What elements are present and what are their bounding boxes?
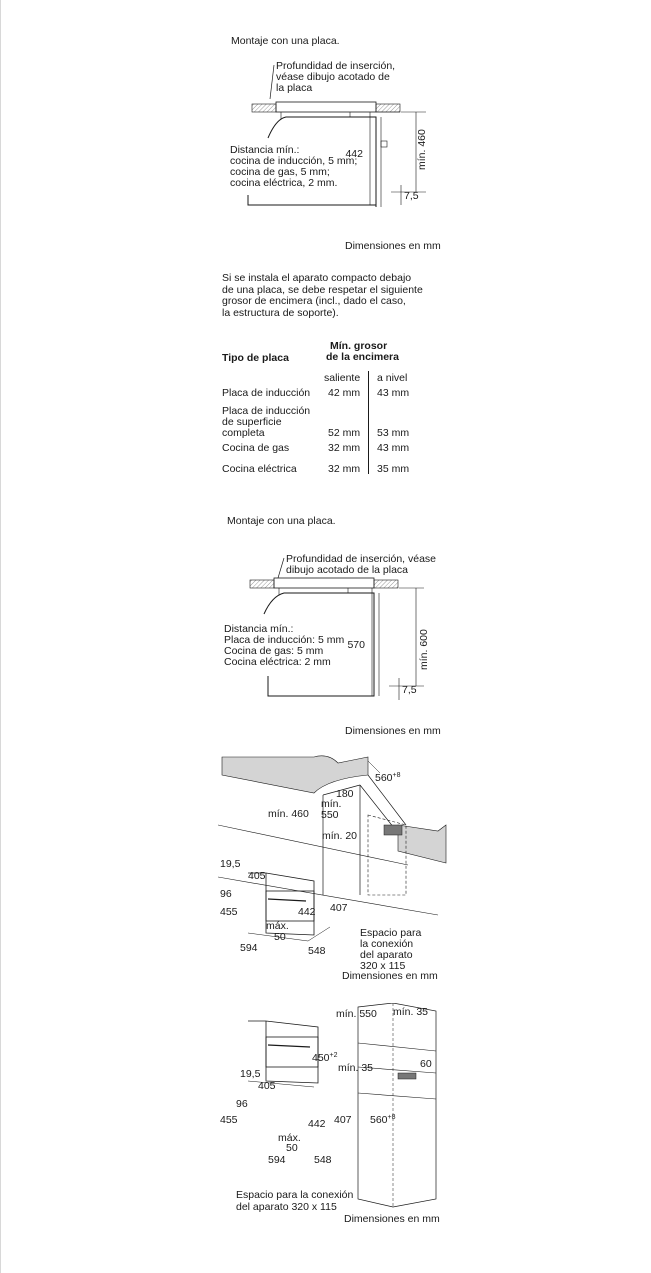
s2-insertion-line1: Profundidad de inserción, véase [286, 553, 436, 565]
s1-dim-7-5: 7,5 [404, 190, 419, 202]
s1-dim-442: 442 [345, 148, 363, 160]
paragraph-line4: la estructura de soporte). [222, 306, 339, 319]
table-row-2-saliente: 52 mm [328, 427, 361, 439]
table-divider [368, 371, 369, 474]
s3-conn-line1: Espacio para [360, 927, 421, 939]
s3-dim-min460: mín. 460 [268, 808, 309, 820]
s4-dim-min550: mín. 550 [336, 1008, 377, 1020]
s4-conn-line2: del aparato 320 x 115 [236, 1201, 337, 1213]
s3-dim-407: 407 [330, 902, 348, 914]
section1-units: Dimensiones en mm [345, 240, 441, 252]
s2-insertion-line2: dibujo acotado de la placa [286, 564, 408, 576]
s1-insertion-line3: la placa [276, 82, 312, 94]
table-sub-saliente: saliente [324, 372, 361, 384]
table-row-1-label: Placa de inducción [222, 387, 311, 399]
table-header-left: Tipo de placa [222, 352, 289, 364]
s2-dim-570: 570 [347, 639, 365, 651]
s4-units: Dimensiones en mm [344, 1213, 440, 1223]
s1-distance-line3: cocina de gas, 5 mm; [230, 166, 330, 178]
s4-dim-442: 442 [308, 1118, 326, 1130]
table-row-3-label: Cocina de gas [222, 442, 290, 454]
s3-dim-594: 594 [240, 942, 258, 954]
s1-distance-line1: Distancia mín.: [230, 144, 299, 156]
s3-dim-19-5: 19,5 [220, 858, 241, 870]
s1-distance-line2: cocina de inducción, 5 mm; [230, 155, 357, 167]
table-sub-nivel: a nivel [377, 372, 408, 384]
s4-dim-min35-top: mín. 35 [393, 1006, 428, 1018]
s4-dim-60: 60 [420, 1058, 432, 1070]
table-row-4-saliente: 32 mm [328, 463, 361, 475]
s4-dim-96: 96 [236, 1098, 248, 1110]
s3-dim-max50-b: 50 [274, 931, 286, 943]
s4-dim-450: 450+2 [312, 1052, 338, 1064]
table-row-1-saliente: 42 mm [328, 387, 361, 399]
s2-distance-line2: Placa de inducción: 5 mm [224, 634, 344, 646]
thickness-table: Tipo de placa Mín. grosor de la encimera… [222, 340, 422, 475]
paragraph-line3: grosor de encimera (incl., dado el caso, [222, 295, 406, 307]
s4-dim-594: 594 [268, 1154, 286, 1166]
table-row-2-nivel: 53 mm [377, 427, 410, 439]
s3-dim-min550-a: mín. [321, 798, 341, 810]
s2-distance-line1: Distancia mín.: [224, 623, 293, 635]
s3-conn-line2: la conexión [360, 938, 413, 950]
s4-dim-min35: mín. 35 [338, 1062, 373, 1074]
s4-dim-max50-a: máx. [278, 1132, 301, 1144]
section2-diagram: Profundidad de inserción, véase dibujo a… [224, 553, 436, 700]
s4-conn-line1: Espacio para la conexión [236, 1189, 353, 1201]
table-row-2-label-2: de superficie [222, 416, 282, 428]
s3-dim-min550-b: 550 [321, 809, 339, 821]
s2-distance-line4: Cocina eléctrica: 2 mm [224, 656, 331, 668]
section2-caption: Montaje con una placa. [227, 515, 336, 527]
section1-diagram: Profundidad de inserción, véase dibujo a… [230, 60, 428, 207]
s2-distance-line3: Cocina de gas: 5 mm [224, 645, 323, 657]
s3-dim-max50-a: máx. [266, 920, 289, 932]
s2-dim-7-5: 7,5 [402, 684, 417, 696]
section3-diagram: 560+8 180 mín. 460 mín. 550 mín. 20 19,5… [218, 755, 447, 980]
s3-conn-line4: 320 x 115 [360, 960, 406, 972]
s4-dim-560: 560+8 [370, 1114, 396, 1126]
paragraph-line2: de una placa, se debe respetar el siguie… [222, 283, 423, 296]
s1-distance-line4: cocina eléctrica, 2 mm. [230, 177, 337, 189]
table-header-right-1: Mín. grosor [330, 340, 388, 352]
s1-dim-min460: mín. 460 [416, 129, 428, 170]
section4-diagram: mín. 550 mín. 35 450+2 mín. 35 60 560+8 … [220, 1003, 440, 1223]
s3-dim-548: 548 [308, 945, 326, 957]
s3-dim-180: 180 [336, 788, 354, 800]
s4-dim-405: 405 [258, 1080, 276, 1092]
section1-caption: Montaje con una placa. [231, 35, 340, 47]
section2-units: Dimensiones en mm [345, 725, 441, 737]
table-row-1-nivel: 43 mm [377, 387, 410, 399]
table-row-4-label: Cocina eléctrica [222, 463, 297, 475]
table-row-2-label-3: completa [222, 427, 265, 439]
s4-dim-455: 455 [220, 1114, 238, 1126]
s3-dim-442: 442 [298, 906, 316, 918]
s3-dim-405: 405 [248, 870, 266, 882]
s4-dim-19-5: 19,5 [240, 1068, 261, 1080]
s2-dim-min600: mín. 600 [418, 629, 430, 670]
s1-insertion-line1: Profundidad de inserción, [276, 60, 395, 72]
s4-dim-max50-b: 50 [286, 1142, 298, 1154]
table-row-3-saliente: 32 mm [328, 442, 361, 454]
table-header-right-2: de la encimera [326, 351, 399, 363]
s3-dim-560: 560+8 [375, 772, 401, 784]
s3-dim-455: 455 [220, 906, 238, 918]
paragraph-line1: Si se instala el aparato compacto debajo [222, 272, 412, 284]
table-row-4-nivel: 35 mm [377, 463, 410, 475]
s3-units: Dimensiones en mm [342, 970, 438, 980]
table-row-3-nivel: 43 mm [377, 442, 410, 454]
s4-dim-548: 548 [314, 1154, 332, 1166]
s3-conn-line3: del aparato [360, 949, 413, 961]
paragraph: Si se instala el aparato compacto debajo… [222, 272, 442, 319]
s3-dim-min20: mín. 20 [322, 830, 357, 842]
s3-dim-96: 96 [220, 888, 232, 900]
s4-dim-407: 407 [334, 1114, 352, 1126]
s1-insertion-line2: véase dibujo acotado de [276, 71, 390, 83]
table-row-2-label-1: Placa de inducción [222, 405, 311, 417]
